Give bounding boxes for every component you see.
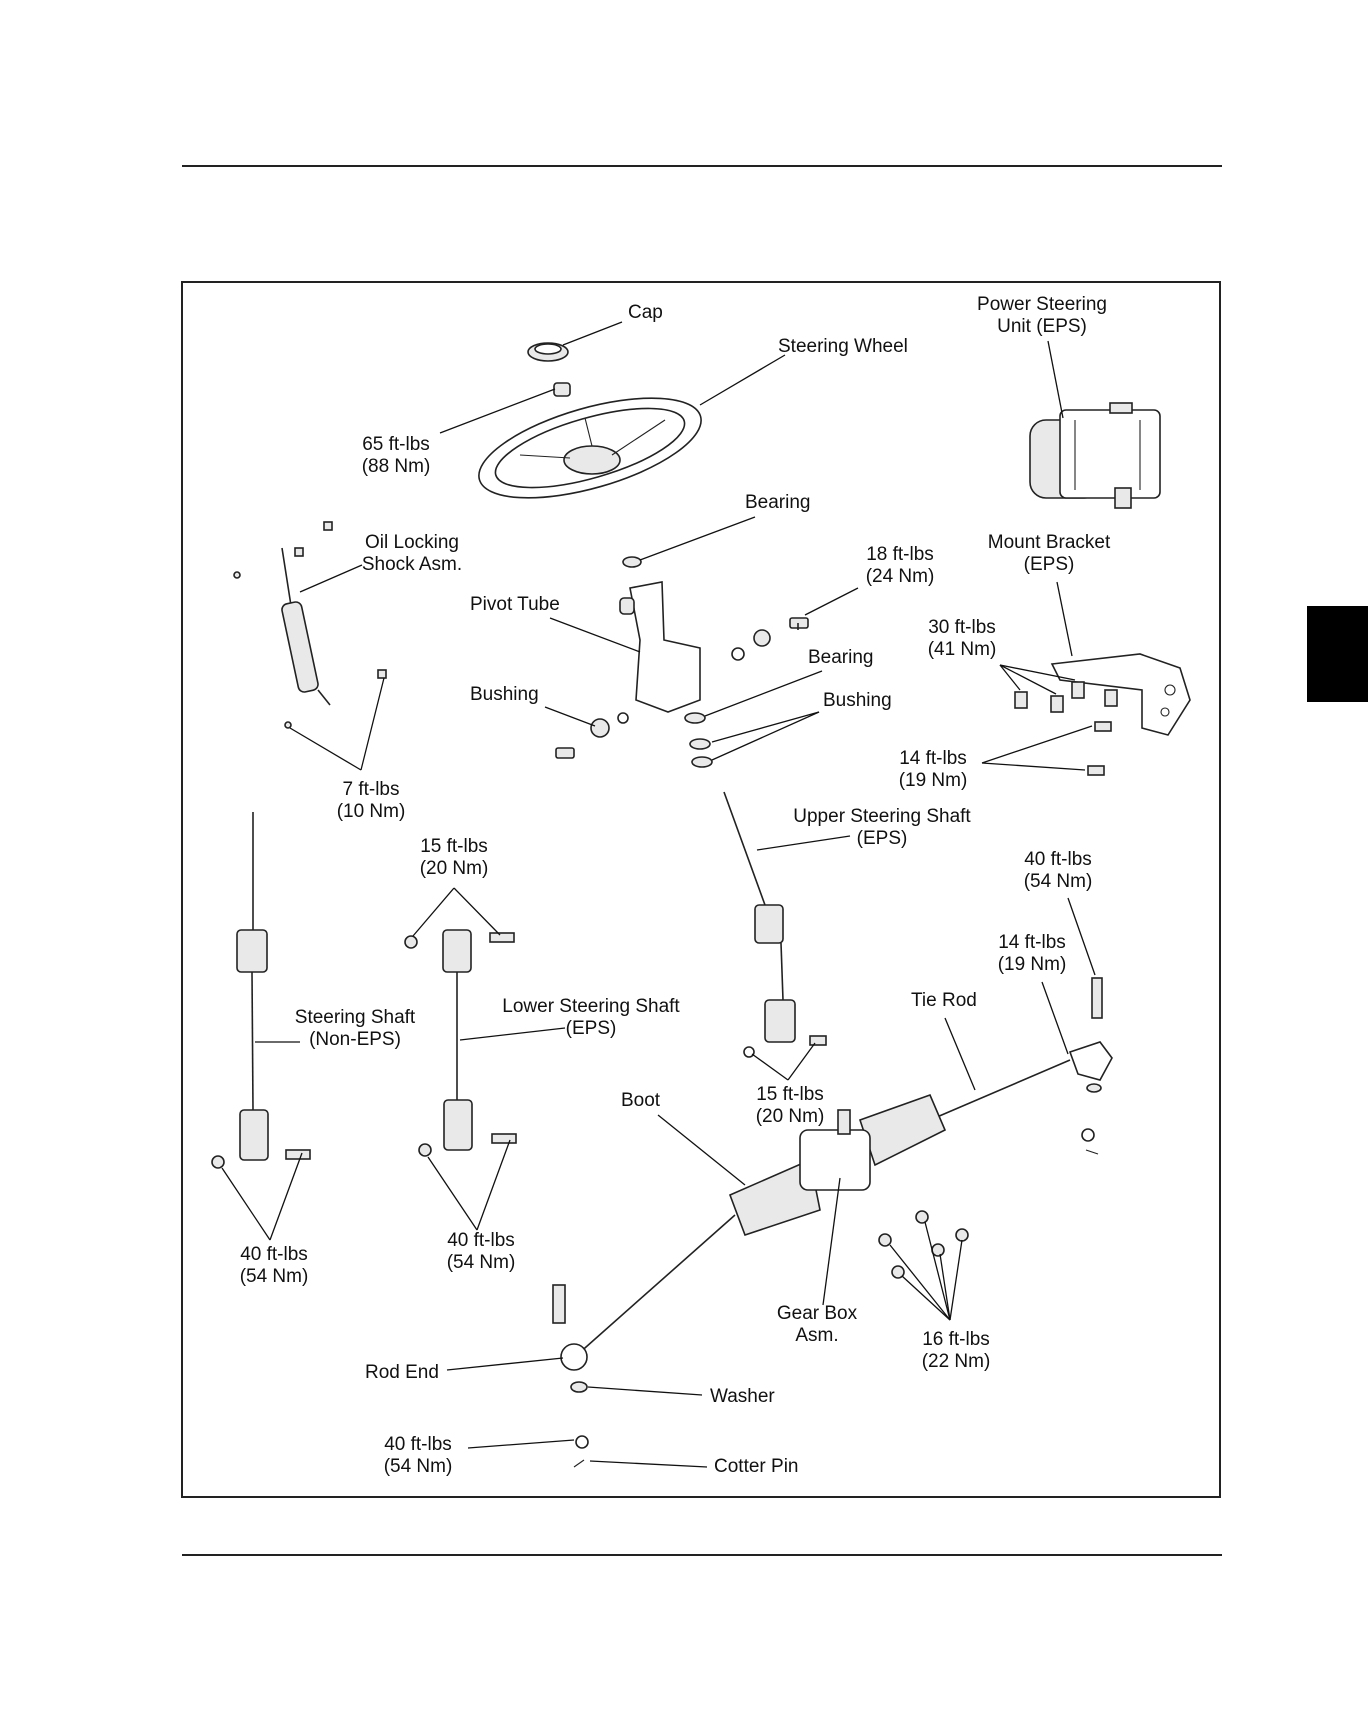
label-power-steering-2: Unit (EPS) bbox=[997, 316, 1087, 337]
mount-bracket-part bbox=[1050, 653, 1191, 736]
bushing-nut-part bbox=[617, 712, 629, 724]
steering-wheel-part bbox=[478, 397, 702, 499]
label-torque-7-2: (10 Nm) bbox=[337, 801, 406, 822]
footer-rule bbox=[182, 1554, 1222, 1556]
label-torque-40-left-1: 40 ft-lbs bbox=[240, 1244, 308, 1265]
label-torque-7-1: 7 ft-lbs bbox=[342, 779, 399, 800]
label-torque-30-1: 30 ft-lbs bbox=[928, 617, 996, 638]
label-bushing-left: Bushing bbox=[470, 684, 539, 705]
lower-steering-shaft-part bbox=[404, 929, 517, 1157]
label-torque-65-1: 65 ft-lbs bbox=[362, 434, 430, 455]
label-tie-rod: Tie Rod bbox=[911, 990, 977, 1011]
label-torque-14-tie-1: 14 ft-lbs bbox=[998, 932, 1066, 953]
label-torque-15-left-1: 15 ft-lbs bbox=[420, 836, 488, 857]
label-torque-65-2: (88 Nm) bbox=[362, 456, 431, 477]
label-torque-16-1: 16 ft-lbs bbox=[922, 1329, 990, 1350]
bearing-mid-part bbox=[684, 712, 706, 724]
label-upper-shaft-1: Upper Steering Shaft bbox=[793, 806, 971, 827]
rack-assembly-part bbox=[552, 977, 1113, 1468]
oil-locking-shock-part bbox=[233, 521, 387, 729]
label-torque-40-bottom-2: (54 Nm) bbox=[384, 1456, 453, 1477]
label-oil-locking-1: Oil Locking bbox=[365, 532, 459, 553]
label-lower-shaft-2: (EPS) bbox=[566, 1018, 617, 1039]
label-torque-16-2: (22 Nm) bbox=[922, 1351, 991, 1372]
bearing-top-part bbox=[622, 556, 642, 568]
pivot-washer-part bbox=[753, 629, 771, 647]
gearbox-nuts-part bbox=[878, 1210, 969, 1279]
label-steering-wheel: Steering Wheel bbox=[778, 336, 908, 357]
label-torque-15-right-1: 15 ft-lbs bbox=[756, 1084, 824, 1105]
label-torque-40-left-2: (54 Nm) bbox=[240, 1266, 309, 1287]
label-pivot-tube: Pivot Tube bbox=[470, 594, 560, 615]
label-torque-40-top-1: 40 ft-lbs bbox=[1024, 849, 1092, 870]
label-washer: Washer bbox=[710, 1386, 775, 1407]
steering-shaft-nonEPS-part bbox=[211, 812, 311, 1169]
label-bushing-right: Bushing bbox=[823, 690, 892, 711]
bracket-bolt-14a-part bbox=[1094, 721, 1112, 732]
label-torque-40-bottom-1: 40 ft-lbs bbox=[384, 1434, 452, 1455]
bracket-bolt-14b-part bbox=[1087, 765, 1105, 776]
label-steering-shaft-1: Steering Shaft bbox=[295, 1007, 416, 1028]
label-gear-box-2: Asm. bbox=[795, 1325, 838, 1346]
diagram-frame bbox=[181, 281, 1221, 1498]
pivot-nut-part bbox=[731, 647, 745, 661]
pivot-bolt-part bbox=[789, 617, 809, 630]
label-upper-shaft-2: (EPS) bbox=[857, 828, 908, 849]
label-lower-shaft-1: Lower Steering Shaft bbox=[502, 996, 680, 1017]
chapter-tab bbox=[1307, 606, 1368, 702]
wheel-nut-part bbox=[553, 382, 571, 397]
label-torque-18-1: 18 ft-lbs bbox=[866, 544, 934, 565]
label-torque-15-right-2: (20 Nm) bbox=[756, 1106, 825, 1127]
label-rod-end: Rod End bbox=[365, 1362, 439, 1383]
power-steering-unit-part bbox=[1029, 402, 1161, 509]
label-torque-14-bracket-1: 14 ft-lbs bbox=[899, 748, 967, 769]
label-cotter-pin: Cotter Pin bbox=[714, 1456, 798, 1477]
bushing-right-2-part bbox=[691, 756, 713, 768]
cap-part bbox=[527, 342, 569, 362]
label-torque-40-mid-2: (54 Nm) bbox=[447, 1252, 516, 1273]
bushing-left-part bbox=[590, 718, 610, 738]
pivot-tube-part bbox=[619, 581, 701, 713]
label-torque-14-bracket-2: (19 Nm) bbox=[899, 770, 968, 791]
label-steering-shaft-2: (Non-EPS) bbox=[309, 1029, 401, 1050]
label-gear-box-1: Gear Box bbox=[777, 1303, 858, 1324]
bushing-bolt-part bbox=[555, 747, 575, 759]
label-cap: Cap bbox=[628, 302, 663, 323]
label-bearing-top: Bearing bbox=[745, 492, 811, 513]
label-boot: Boot bbox=[621, 1090, 661, 1111]
label-bearing-mid: Bearing bbox=[808, 647, 874, 668]
header-rule bbox=[182, 165, 1222, 167]
label-torque-14-tie-2: (19 Nm) bbox=[998, 954, 1067, 975]
label-torque-18-2: (24 Nm) bbox=[866, 566, 935, 587]
label-mount-bracket-2: (EPS) bbox=[1024, 554, 1075, 575]
label-mount-bracket-1: Mount Bracket bbox=[988, 532, 1111, 553]
label-torque-40-mid-1: 40 ft-lbs bbox=[447, 1230, 515, 1251]
bracket-bolts-part bbox=[1014, 681, 1118, 713]
bushing-right-1-part bbox=[689, 738, 711, 750]
label-oil-locking-2: Shock Asm. bbox=[362, 554, 462, 575]
label-torque-30-2: (41 Nm) bbox=[928, 639, 997, 660]
label-torque-40-top-2: (54 Nm) bbox=[1024, 871, 1093, 892]
label-torque-15-left-2: (20 Nm) bbox=[420, 858, 489, 879]
label-power-steering-1: Power Steering bbox=[977, 294, 1107, 315]
upper-steering-shaft-part bbox=[723, 791, 827, 1058]
